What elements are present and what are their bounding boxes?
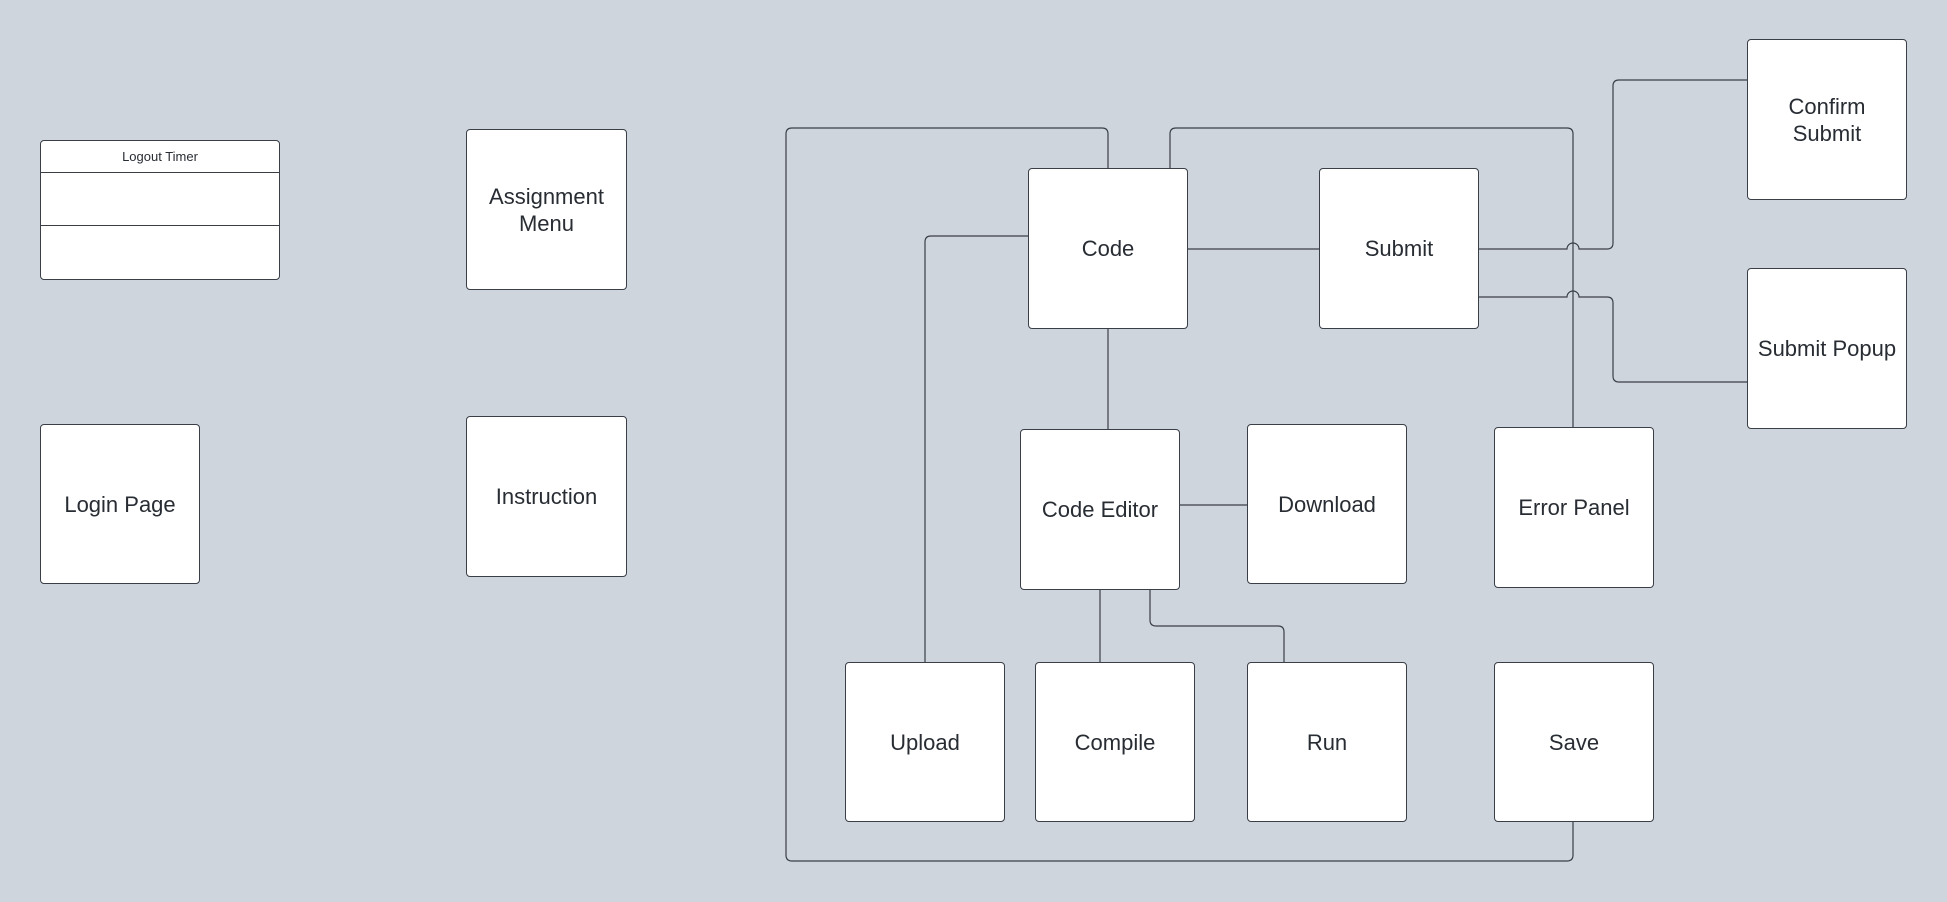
login-page-label: Login Page <box>64 491 176 517</box>
error-panel-label: Error Panel <box>1518 495 1630 520</box>
code-node: Code <box>1028 168 1188 329</box>
connector-code-upload <box>924 235 1028 662</box>
upload-node: Upload <box>845 662 1005 822</box>
confirm-submit-node: Confirm Submit <box>1747 39 1907 200</box>
submit-node: Submit <box>1319 168 1479 329</box>
instruction-node: Instruction <box>466 416 627 577</box>
compile-node: Compile <box>1035 662 1195 822</box>
submit-popup-node: Submit Popup <box>1747 268 1907 429</box>
assignment-menu-label: Assignment Menu <box>489 183 604 236</box>
save-label: Save <box>1548 729 1600 755</box>
run-label: Run <box>1306 729 1348 755</box>
upload-label: Upload <box>890 729 960 755</box>
compile-label: Compile <box>1074 729 1156 755</box>
instruction-label: Instruction <box>495 484 598 509</box>
logout-timer-row <box>41 173 279 226</box>
code-editor-node: Code Editor <box>1020 429 1180 590</box>
save-node: Save <box>1494 662 1654 822</box>
submit-label: Submit <box>1364 236 1434 261</box>
submit-popup-label: Submit Popup <box>1757 336 1897 361</box>
login-page-node: Login Page <box>40 424 200 584</box>
download-label: Download <box>1278 491 1376 517</box>
connector-editor-run <box>1149 589 1285 662</box>
code-editor-label: Code Editor <box>1041 497 1159 522</box>
connector-submit-popup <box>1479 290 1747 383</box>
download-node: Download <box>1247 424 1407 584</box>
run-node: Run <box>1247 662 1407 822</box>
code-label: Code <box>1081 236 1135 261</box>
assignment-menu-node: Assignment Menu <box>466 129 627 290</box>
confirm-submit-label: Confirm Submit <box>1788 93 1866 146</box>
connector-submit-confirm <box>1479 79 1747 250</box>
logout-timer-panel: Logout Timer <box>40 140 280 280</box>
logout-timer-title: Logout Timer <box>41 141 279 173</box>
logout-timer-row <box>41 226 279 279</box>
error-panel-node: Error Panel <box>1494 427 1654 588</box>
